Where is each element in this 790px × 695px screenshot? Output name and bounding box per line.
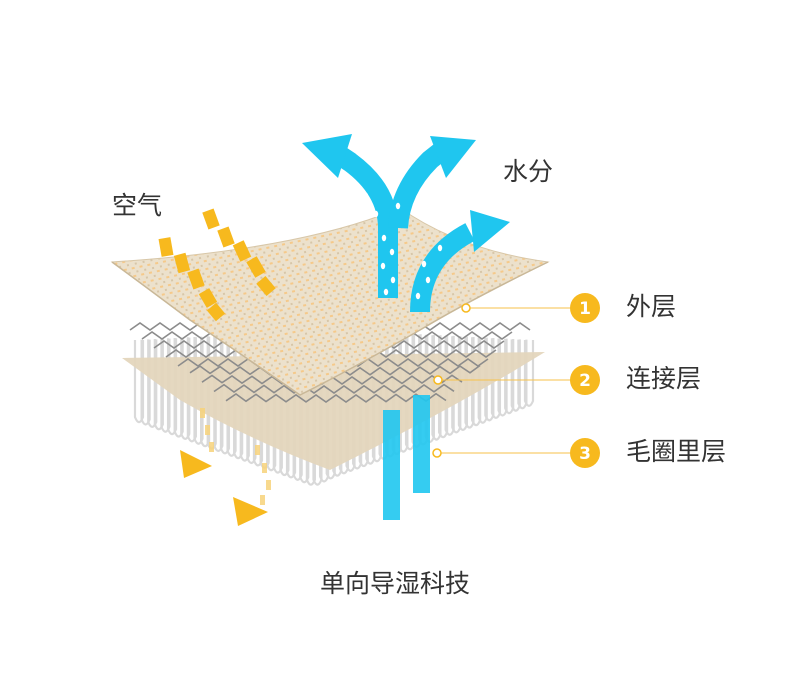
layer-badge-3-number: 3 [579,444,591,464]
layer-2-name: 连接层 [626,364,702,393]
water-arrow [302,134,510,313]
air-flow-icon [158,208,276,505]
leader-line-2 [433,375,570,385]
layer-1-name: 外层 [626,292,677,321]
leader-line-1 [461,303,570,313]
leader-line-3 [432,448,570,458]
layer-badge-1: 1 [570,293,600,323]
layer-3-name: 毛圈里层 [626,437,727,466]
water-column-left [383,410,400,520]
moisture-label: 水分 [503,157,554,186]
layer-badge-1-number: 1 [579,299,591,319]
layer-badge-2: 2 [570,365,600,395]
air-arrow-lower [233,497,268,526]
outer-layer-edge-shadow [111,261,549,396]
air-arrow-upper [180,450,212,478]
water-column-right [413,395,430,493]
layer-badge-3: 3 [570,438,600,468]
layer-badge-2-number: 2 [579,371,591,391]
water-droplets [363,192,443,300]
diagram-caption: 单向导湿科技 [319,569,470,598]
air-label: 空气 [112,191,163,220]
